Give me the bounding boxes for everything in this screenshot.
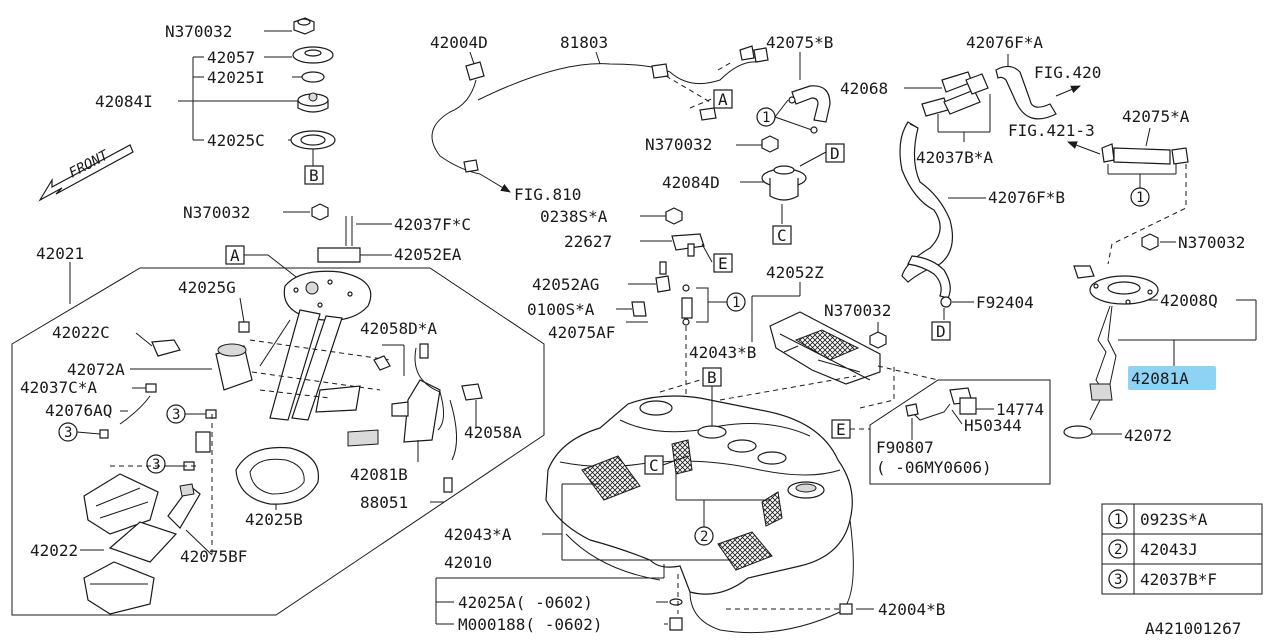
label-fig420: FIG.420 (1034, 63, 1101, 82)
label-42022C: 42022C (52, 323, 110, 342)
label-42084I: 42084I (95, 92, 153, 111)
label-42075A: 42075*A (1122, 107, 1190, 126)
label-42052Z: 42052Z (766, 263, 824, 282)
callout-b-top: B (309, 166, 319, 185)
legend-ref-3-b: 3 (172, 407, 180, 423)
legend-num-3: 3 (1114, 572, 1122, 588)
diagram-id: A421001267 (1145, 619, 1241, 638)
legend-part-3: 42037B*F (1140, 570, 1217, 589)
label-42022: 42022 (30, 541, 78, 560)
label-42010: 42010 (444, 553, 492, 572)
callout-e-tank: E (836, 420, 846, 439)
label-n370032-top: N370032 (165, 22, 232, 41)
label-42025B: 42025B (245, 510, 303, 529)
label-42076AQ: 42076AQ (45, 401, 112, 420)
label-42072: 42072 (1124, 426, 1172, 445)
legend-part-1: 0923S*A (1140, 510, 1208, 529)
sender-cap-assembly (290, 17, 336, 150)
label-42004B: 42004*B (878, 600, 945, 619)
label-42025I: 42025I (207, 68, 265, 87)
label-42025G: 42025G (178, 278, 236, 297)
label-42008Q: 42008Q (1160, 291, 1218, 310)
label-f90807-note: ( -06MY0606) (876, 458, 992, 477)
label-42075BF: 42075BF (180, 547, 247, 566)
label-42058DA: 42058D*A (360, 319, 437, 338)
legend-ref-2-a: 2 (700, 529, 708, 545)
callout-d-top: D (830, 144, 840, 163)
label-m000188: M000188( -0602) (458, 615, 603, 634)
label-14774: 14774 (996, 400, 1044, 419)
callout-d-right: D (936, 322, 946, 341)
legend-part-2: 42043J (1140, 540, 1198, 559)
label-fig4213: FIG.421-3 (1008, 121, 1095, 140)
label-42025C: 42025C (207, 131, 265, 150)
callout-c-tank: C (649, 456, 659, 475)
label-42076FB: 42076F*B (988, 188, 1065, 207)
callout-c-top: C (777, 226, 787, 245)
label-fig810: FIG.810 (514, 185, 581, 204)
label-81803: 81803 (560, 33, 608, 52)
callout-a-top: A (718, 90, 728, 109)
legend-ref-1-c: 1 (1136, 190, 1144, 206)
label-n370032-d: N370032 (824, 301, 891, 320)
callout-a-left: A (230, 246, 240, 265)
label-n370032-e: N370032 (1178, 233, 1245, 252)
label-42081A[interactable]: 42081A (1131, 369, 1189, 388)
label-88051: 88051 (360, 493, 408, 512)
label-42004D: 42004D (430, 33, 488, 52)
legend-table: 1 2 3 0923S*A 42043J 42037B*F (1101, 503, 1263, 595)
legend-ref-1-a: 1 (762, 110, 770, 126)
label-42037CA: 42037C*A (20, 378, 97, 397)
label-h50344: H50344 (964, 416, 1022, 435)
label-42075B: 42075*B (766, 33, 833, 52)
label-42057: 42057 (207, 48, 255, 67)
fuel-tank (545, 395, 854, 634)
callout-e-mid: E (718, 254, 728, 273)
callout-b-tank: B (707, 368, 717, 387)
label-42084D: 42084D (662, 173, 720, 192)
label-n370032-c: N370032 (645, 135, 712, 154)
label-0238SA: 0238S*A (540, 207, 608, 226)
label-42072A: 42072A (67, 360, 125, 379)
label-42075AF: 42075AF (548, 323, 615, 342)
legend-num-2: 2 (1114, 542, 1122, 558)
front-arrow-icon: FRONT (38, 144, 134, 202)
label-22627: 22627 (564, 232, 612, 251)
legend-ref-3-c: 3 (152, 457, 160, 473)
label-42052EA: 42052EA (394, 245, 462, 264)
highlight-42081A (1128, 366, 1216, 390)
legend-num-1: 1 (1114, 512, 1122, 528)
legend-ref-1-b: 1 (732, 295, 740, 311)
label-f92404: F92404 (976, 293, 1034, 312)
label-42037BA: 42037B*A (916, 148, 993, 167)
label-42021: 42021 (36, 244, 84, 263)
label-n370032-mid: N370032 (183, 203, 250, 222)
label-f90807: F90807 (876, 438, 934, 457)
label-42043B: 42043*B (689, 343, 756, 362)
label-42037FC: 42037F*C (394, 215, 471, 234)
label-42043A: 42043*A (444, 525, 512, 544)
label-42052AG: 42052AG (532, 275, 599, 294)
label-42025A: 42025A( -0602) (458, 593, 593, 612)
label-42058A: 42058A (464, 423, 522, 442)
label-42076FA: 42076F*A (966, 33, 1043, 52)
label-42081B: 42081B (350, 465, 408, 484)
label-0100SA: 0100S*A (527, 300, 595, 319)
label-42068: 42068 (840, 79, 888, 98)
legend-ref-3-a: 3 (64, 425, 72, 441)
